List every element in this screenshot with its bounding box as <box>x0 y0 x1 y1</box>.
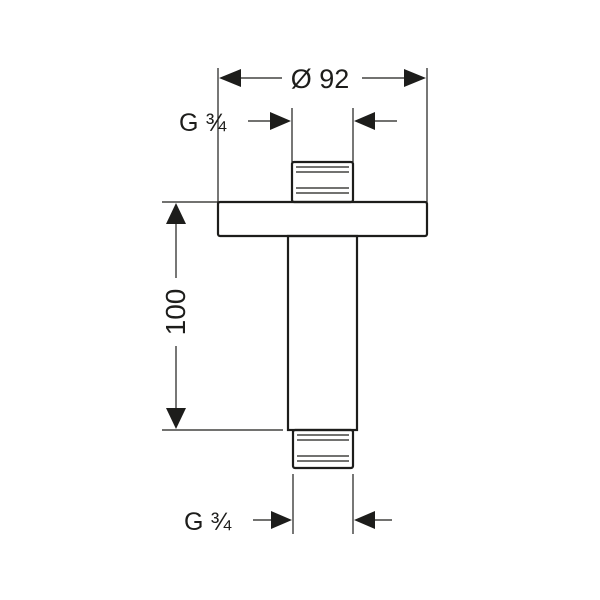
pipe-body <box>286 234 359 432</box>
diameter-arrow-right <box>404 69 426 87</box>
top-thread-arrow-left <box>270 112 291 130</box>
bottom-thread-arrow-right <box>354 511 375 529</box>
height-dimension: 100 <box>160 201 283 431</box>
height-arrow-bottom <box>166 408 186 429</box>
bottom-thread-arrow-left <box>271 511 292 529</box>
top-thread-label: G ¾ <box>179 109 227 137</box>
top-thread-dimension: G ¾ <box>179 108 397 162</box>
diameter-dimension: Ø 92 <box>217 64 428 205</box>
height-arrow-top <box>166 203 186 224</box>
flange-plate <box>216 200 429 238</box>
bottom-thread-nipple <box>291 428 355 470</box>
diameter-label: Ø 92 <box>291 64 350 94</box>
top-nipple-body <box>290 160 355 204</box>
bottom-thread-label: G ¾ <box>184 508 232 536</box>
top-thread-nipple <box>290 160 355 204</box>
bottom-thread-dimension: G ¾ <box>184 474 392 536</box>
bottom-nipple-body <box>291 428 355 470</box>
diameter-arrow-left <box>219 69 241 87</box>
top-thread-arrow-right <box>354 112 375 130</box>
height-label: 100 <box>160 289 191 336</box>
